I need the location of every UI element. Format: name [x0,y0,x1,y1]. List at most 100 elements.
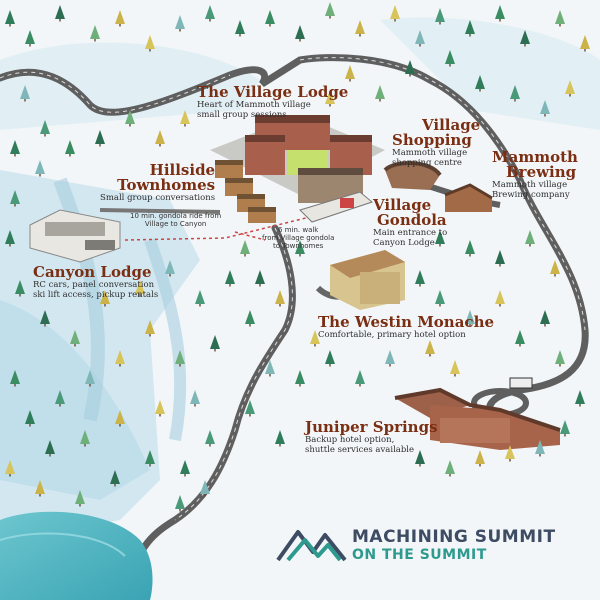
tree-icon [5,460,15,474]
tree-icon [435,230,445,244]
tree-icon [145,450,155,464]
tree-icon [580,35,590,49]
desc-hillside-1: Small group conversations [100,193,216,203]
tree-trunk [419,44,421,47]
tree-trunk [279,304,281,307]
tree-icon [20,85,30,99]
tree-icon [175,15,185,29]
tree-trunk [419,284,421,287]
tree-trunk [19,294,21,297]
tree-icon [475,450,485,464]
tree-icon [165,260,175,274]
tree-trunk [119,364,121,367]
tree-trunk [499,304,501,307]
shuttle-bus [509,377,533,389]
label-village-shopping: Village Shopping Mammoth village shoppin… [392,118,480,169]
tree-trunk [249,324,251,327]
tree-trunk [409,74,411,77]
tree-trunk [449,474,451,477]
tree-icon [325,90,335,104]
tree-trunk [469,254,471,257]
note-gondola-ride: 10 min. gondola ride from Village to Can… [130,212,221,228]
canyon-lodge-building [29,209,121,263]
tree-trunk [394,19,396,22]
tree-icon [25,410,35,424]
tree-trunk [44,324,46,327]
tree-trunk [179,364,181,367]
tree-icon [45,440,55,454]
tree-icon [10,190,20,204]
tree-trunk [279,444,281,447]
tree-icon [135,280,145,294]
tree-trunk [94,39,96,42]
tree-icon [555,10,565,24]
tree-icon [540,310,550,324]
tree-trunk [194,404,196,407]
desc-village-lodge-2: small group sessions [197,110,287,120]
tree-trunk [59,404,61,407]
tree-icon [465,310,475,324]
tree-trunk [169,274,171,277]
tree-icon [515,330,525,344]
tree-icon [155,400,165,414]
tree-trunk [524,44,526,47]
tree-icon [445,50,455,64]
tree-trunk [564,434,566,437]
tree-icon [255,270,265,284]
tree-icon [240,240,250,254]
tree-icon [35,160,45,174]
label-juniper-springs: Juniper Springs Backup hotel option, shu… [305,420,438,456]
tree-trunk [14,154,16,157]
desc-juniper-springs-1: Backup hotel option, [305,435,395,445]
label-village-gondola: Village Gondola Main entrance to Canyon … [373,198,447,249]
tree-trunk [104,304,106,307]
tree-icon [90,25,100,39]
tree-trunk [29,424,31,427]
tree-trunk [379,99,381,102]
tree-icon [295,370,305,384]
tree-icon [35,480,45,494]
tree-icon [70,330,80,344]
title-hillside-1: Hillside [149,161,216,179]
tree-trunk [184,124,186,127]
desc-mammoth-brewing-1: Mammoth village [492,180,568,190]
title-canyon-lodge: Canyon Lodge [33,263,152,281]
tree-icon [310,330,320,344]
tree-icon [195,290,205,304]
tree-icon [525,230,535,244]
village-gondola-building [299,191,374,223]
tree-icon [425,340,435,354]
tree-trunk [59,19,61,22]
tree-icon [85,370,95,384]
tree-trunk [149,49,151,52]
tree-icon [10,370,20,384]
tree-trunk [9,24,11,27]
tree-icon [345,65,355,79]
tree-icon [565,80,575,94]
tree-icon [115,350,125,364]
tree-icon [560,420,570,434]
tree-trunk [199,304,201,307]
village-lodge-building [210,115,385,203]
tree-icon [435,8,445,22]
tree-icon [245,310,255,324]
tree-icon [265,360,275,374]
tree-trunk [509,459,511,462]
note-gondola-ride-1: 10 min. gondola ride from [130,212,222,220]
tree-trunk [14,204,16,207]
tree-icon [415,270,425,284]
westin-building [330,250,405,310]
tree-trunk [329,16,331,19]
label-canyon-lodge: Canyon Lodge RC cars, panel conversation… [33,263,158,301]
tree-trunk [579,404,581,407]
tree-icon [535,440,545,454]
tree-icon [100,290,110,304]
note-gondola-ride-2: Village to Canyon [144,220,207,228]
tree-trunk [389,364,391,367]
title-westin: The Westin Monache [318,313,495,331]
tree-icon [80,430,90,444]
tree-trunk [269,374,271,377]
note-walk: 6 min. walk from Village gondola to Town… [262,226,334,250]
tree-trunk [469,324,471,327]
